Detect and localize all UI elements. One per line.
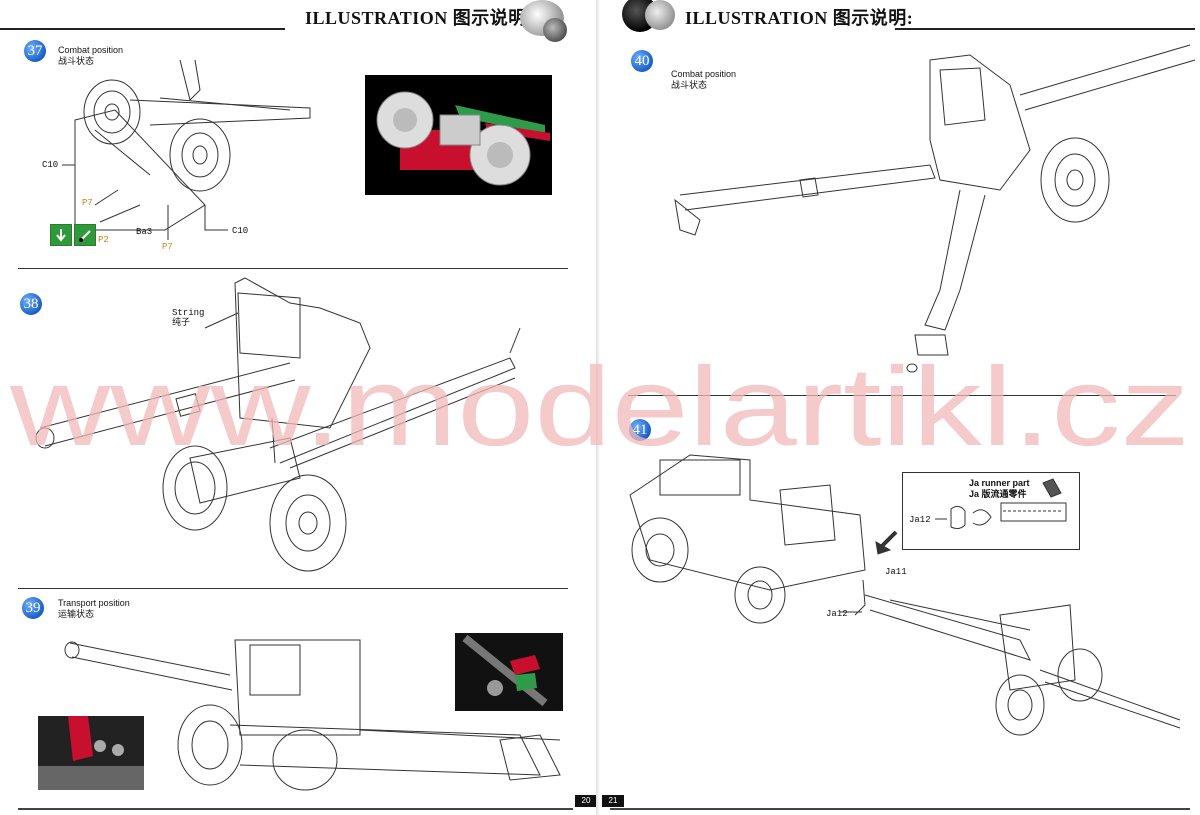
step-40-badge: 40 <box>631 50 653 72</box>
step-38-badge: 38 <box>20 293 42 315</box>
part-label-p7: P7 <box>82 198 93 208</box>
part-label-ja11: Ja11 <box>885 567 907 577</box>
part-label-p7: P7 <box>162 242 173 252</box>
part-label-p2: P2 <box>98 235 109 245</box>
right-header-title: ILLUSTRATION 图示说明: <box>685 8 914 28</box>
part-label-ba3: Ba3 <box>136 227 153 237</box>
left-header-title: ILLUSTRATION 图示说明: <box>305 8 534 28</box>
inset-title: Ja runner part Ja 版流通零件 <box>969 478 1030 499</box>
step-40-caption: Combat position 战斗状态 <box>671 69 737 90</box>
step-41-badge: 41 <box>629 419 651 441</box>
part-label-c10: C10 <box>232 226 249 236</box>
glue-icon <box>50 224 72 246</box>
step-39-photo-top <box>455 633 563 711</box>
step-38-drawing <box>35 277 521 572</box>
string-label: String 纯子 <box>172 308 205 328</box>
cement-icon <box>74 224 96 246</box>
step-37-drawing <box>62 59 311 240</box>
right-header: ILLUSTRATION 图示说明: <box>600 0 1200 34</box>
left-page-number: 20 <box>575 795 597 807</box>
step-41-drawing <box>629 454 1181 736</box>
part-label-c10: C10 <box>42 160 59 170</box>
part-label-ja12: Ja12 <box>909 515 931 525</box>
decorative-ball <box>543 18 567 42</box>
step-37-badge: 37 <box>24 40 46 62</box>
part-label-ja12: Ja12 <box>826 609 848 619</box>
decorative-ball <box>645 0 675 30</box>
step-39-photo-bottom <box>38 716 144 790</box>
step-37-caption: Combat position 战斗状态 <box>58 45 124 66</box>
step-40-drawing <box>674 44 1196 373</box>
right-page-number: 21 <box>602 795 624 807</box>
right-page: ILLUSTRATION 图示说明: 40 Combat position 战斗… <box>600 0 1200 815</box>
left-page: ILLUSTRATION 图示说明: 37 Combat position 战斗… <box>0 0 600 810</box>
step-39-drawing <box>64 639 561 791</box>
step-39-badge: 39 <box>22 597 44 619</box>
step-39-caption: Transport position 运输状态 <box>58 598 130 619</box>
ja-runner-inset: Ja runner part Ja 版流通零件 Ja12 <box>902 472 1080 550</box>
left-header: ILLUSTRATION 图示说明: <box>0 0 600 42</box>
step-37-photo <box>365 75 552 195</box>
